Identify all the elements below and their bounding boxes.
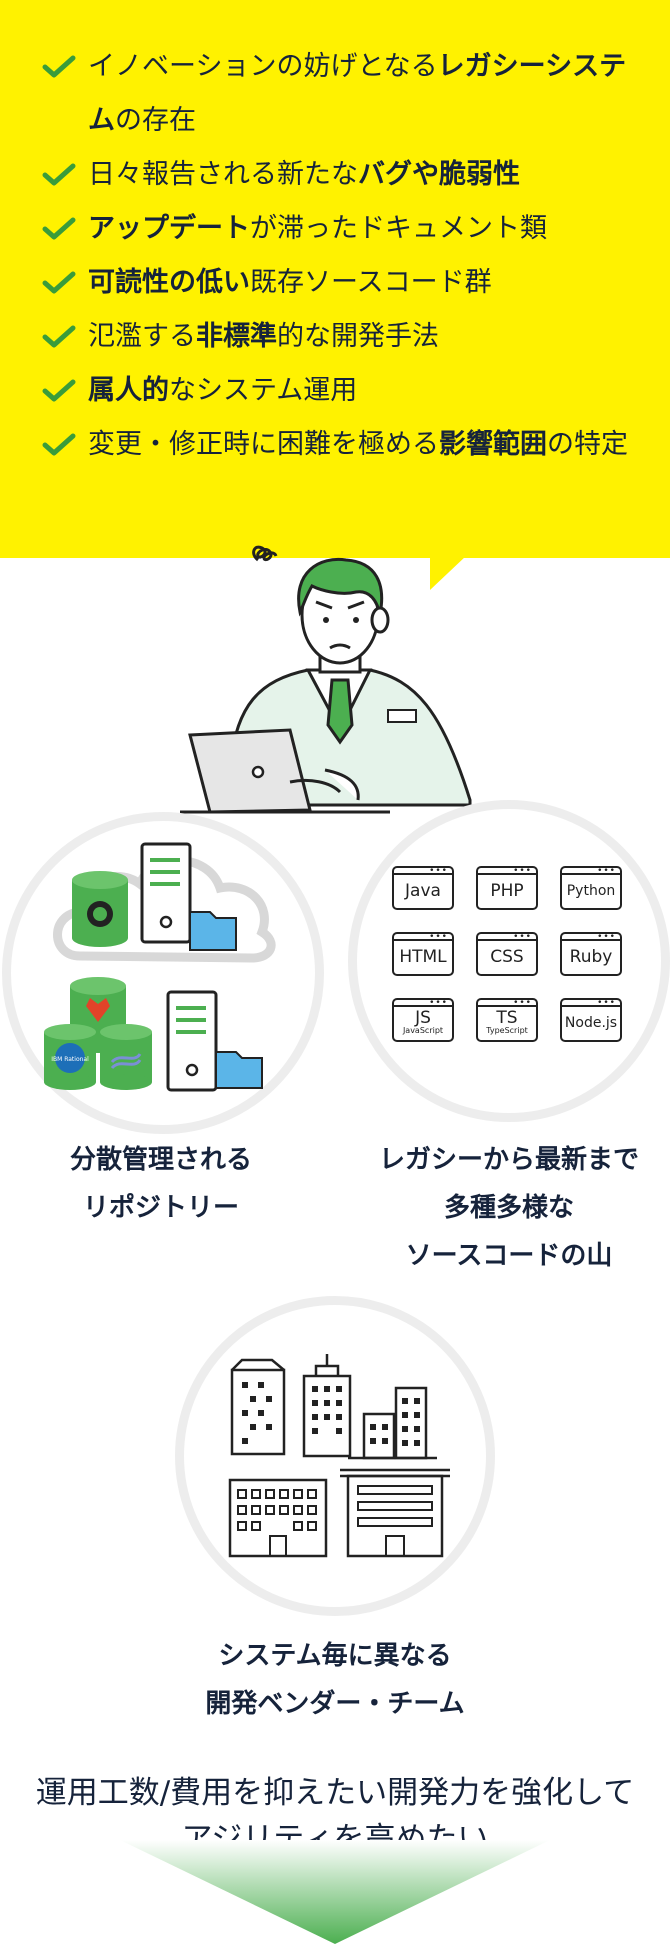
language-window: ••• Java <box>392 866 454 910</box>
window-dots-icon: ••• <box>513 998 532 1008</box>
language-label: Node.js <box>564 1015 618 1031</box>
checklist-text: イノベーションの妨げとなる <box>88 51 438 82</box>
language-grid: ••• Java ••• PHP ••• Python ••• HTML ••• CSS ••• Ru… <box>392 866 632 1066</box>
caption-line: レガシーから最新まで <box>378 1145 639 1175</box>
caption-line: ソースコードの山 <box>405 1241 613 1271</box>
checklist-emphasis: 影響範囲 <box>439 429 547 460</box>
checklist-text: 既存ソースコード群 <box>250 267 492 298</box>
language-window: ••• PHP <box>476 866 538 910</box>
window-dots-icon: ••• <box>429 866 448 876</box>
language-sublabel: JavaScript <box>402 1026 444 1035</box>
down-arrow-icon <box>120 1840 550 1944</box>
checklist-emphasis: 可読性の低い <box>88 267 250 298</box>
repository-illustration: IBM Rational <box>44 842 276 1092</box>
checklist-item: イノベーションの妨げとなるレガシーシステムの存在 <box>42 40 642 148</box>
language-sublabel: TypeScript <box>486 1026 528 1035</box>
goal-line: 運用工数/費用を抑えたい開発力を強化して <box>35 1775 635 1811</box>
checklist-item: アップデートが滞ったドキュメント類 <box>42 202 642 256</box>
caption-line: リポジトリー <box>82 1193 239 1223</box>
language-window: ••• HTML <box>392 932 454 976</box>
checklist-item: 可読性の低い既存ソースコード群 <box>42 256 642 310</box>
check-icon <box>42 163 76 186</box>
window-dots-icon: ••• <box>429 998 448 1008</box>
checklist-text: なシステム運用 <box>169 375 358 406</box>
caption-line: 多種多様な <box>443 1193 574 1223</box>
folder-icon <box>189 911 237 951</box>
checklist-text: 変更・修正時に困難を極める <box>88 429 439 460</box>
language-label: Java <box>405 881 441 901</box>
language-window: ••• Node.js <box>560 998 622 1042</box>
language-label: Python <box>566 883 616 899</box>
checklist-text: の存在 <box>115 105 196 136</box>
github-database-icon <box>72 871 128 947</box>
pain-point-checklist: イノベーションの妨げとなるレガシーシステムの存在日々報告される新たなバグや脆弱性… <box>42 40 642 472</box>
check-icon <box>42 217 76 240</box>
worried-businessman-illustration <box>180 545 472 814</box>
window-dots-icon: ••• <box>513 866 532 876</box>
caption-line: システム毎に異なる <box>218 1641 452 1671</box>
language-label: HTML <box>399 947 447 967</box>
office-buildings-illustration <box>228 1354 450 1558</box>
window-dots-icon: ••• <box>597 866 616 876</box>
checklist-text: 日々報告される新たな <box>88 159 358 190</box>
yellow-banner <box>0 0 670 558</box>
checklist-item: 氾濫する非標準的な開発手法 <box>42 310 642 364</box>
checklist-item: 日々報告される新たなバグや脆弱性 <box>42 148 642 202</box>
window-dots-icon: ••• <box>597 932 616 942</box>
language-label: JS <box>415 1008 431 1028</box>
language-window: ••• CSS <box>476 932 538 976</box>
check-icon <box>42 325 76 348</box>
language-label: CSS <box>490 947 524 967</box>
svn-database-icon <box>100 1024 152 1090</box>
checklist-emphasis: アップデート <box>88 213 250 244</box>
server-icon-2 <box>166 990 218 1092</box>
folder-icon-2 <box>215 1051 263 1089</box>
checklist-text: が滞ったドキュメント類 <box>250 213 547 244</box>
server-icon <box>140 842 192 944</box>
caption-line: 分散管理される <box>69 1145 252 1175</box>
checklist-text: の特定 <box>547 429 628 460</box>
window-dots-icon: ••• <box>597 998 616 1008</box>
language-label: Ruby <box>569 947 613 967</box>
checklist-emphasis: バグや脆弱性 <box>358 159 520 190</box>
check-icon <box>42 55 76 78</box>
checklist-emphasis: レガシーシステム <box>88 51 627 136</box>
checklist-emphasis: 非標準 <box>196 321 277 352</box>
checklist-item: 属人的なシステム運用 <box>42 364 642 418</box>
window-dots-icon: ••• <box>429 932 448 942</box>
source-code-caption: レガシーから最新まで 多種多様な ソースコードの山 <box>348 1136 670 1280</box>
worry-squiggle-icon <box>252 545 278 562</box>
ibm-rational-logo-text: IBM Rational <box>51 1056 89 1063</box>
checklist-item: 変更・修正時に困難を極める影響範囲の特定 <box>42 418 642 472</box>
checklist-text: 氾濫する <box>88 321 196 352</box>
language-label: PHP <box>490 881 524 901</box>
language-window: ••• Ruby <box>560 932 622 976</box>
language-label: TS <box>496 1008 518 1028</box>
check-icon <box>42 379 76 402</box>
check-icon <box>42 433 76 456</box>
check-icon <box>42 271 76 294</box>
checklist-text: 的な開発手法 <box>277 321 439 352</box>
speech-bubble-tail <box>430 556 466 590</box>
window-dots-icon: ••• <box>513 932 532 942</box>
repository-caption: 分散管理される リポジトリー <box>0 1136 322 1232</box>
checklist-emphasis: 属人的 <box>88 375 169 406</box>
caption-line: 開発ベンダー・チーム <box>205 1689 465 1719</box>
language-window: ••• Python <box>560 866 622 910</box>
ibm-rational-database-icon: IBM Rational <box>44 1024 96 1090</box>
vendor-caption: システム毎に異なる 開発ベンダー・チーム <box>175 1632 495 1728</box>
